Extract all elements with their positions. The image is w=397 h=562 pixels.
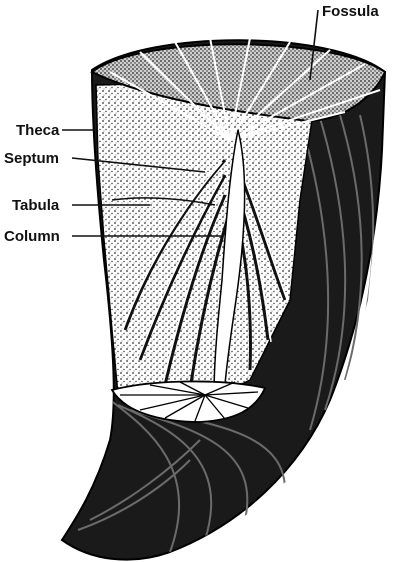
label-fossula: Fossula <box>322 3 379 20</box>
label-column: Column <box>4 228 60 245</box>
label-tabula: Tabula <box>12 197 60 214</box>
label-theca: Theca <box>16 122 60 139</box>
label-septum: Septum <box>4 150 59 167</box>
